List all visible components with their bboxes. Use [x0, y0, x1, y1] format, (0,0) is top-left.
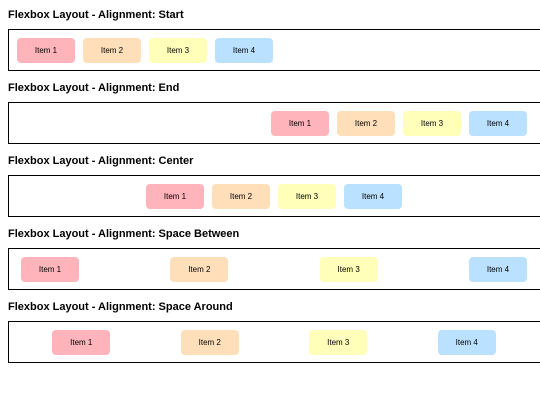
flex-item-3: Item 3 — [149, 37, 207, 63]
flex-item-1: Item 1 — [17, 37, 75, 63]
section-title-space-between: Flexbox Layout - Alignment: Space Betwee… — [8, 228, 240, 240]
flex-item-3: Item 3 — [403, 110, 461, 136]
flex-item-2: Item 2 — [337, 110, 395, 136]
flex-container-space-around: Item 1 Item 2 Item 3 Item 4 — [8, 321, 540, 363]
flex-item-1: Item 1 — [52, 329, 111, 355]
flex-item-2: Item 2 — [180, 329, 239, 355]
section-title-center: Flexbox Layout - Alignment: Center — [8, 155, 194, 167]
flex-item-2: Item 2 — [83, 37, 141, 63]
flex-item-1: Item 1 — [21, 256, 79, 282]
flex-item-4: Item 4 — [215, 37, 273, 63]
section-alignment-start: Flexbox Layout - Alignment: Start — [8, 9, 184, 22]
flex-item-3: Item 3 — [309, 329, 368, 355]
flex-item-2: Item 2 — [212, 183, 270, 209]
flex-item-3: Item 3 — [319, 256, 378, 282]
section-title-space-around: Flexbox Layout - Alignment: Space Around — [8, 301, 233, 313]
flex-item-4: Item 4 — [469, 110, 527, 136]
flex-item-1: Item 1 — [271, 110, 329, 136]
flex-item-1: Item 1 — [146, 183, 204, 209]
section-alignment-space-around: Flexbox Layout - Alignment: Space Around — [8, 301, 233, 314]
flex-container-center: Item 1 Item 2 Item 3 Item 4 — [8, 175, 540, 217]
section-alignment-center: Flexbox Layout - Alignment: Center — [8, 155, 193, 168]
section-title-start: Flexbox Layout - Alignment: Start — [8, 9, 184, 21]
flex-container-end: Item 1 Item 2 Item 3 Item 4 — [8, 102, 540, 144]
flex-item-4: Item 4 — [344, 183, 402, 209]
section-alignment-space-between: Flexbox Layout - Alignment: Space Betwee… — [8, 228, 239, 241]
flex-item-2: Item 2 — [170, 256, 229, 282]
section-alignment-end: Flexbox Layout - Alignment: End — [8, 82, 179, 95]
flex-container-space-between: Item 1 Item 2 Item 3 Item 4 — [8, 248, 540, 290]
flex-item-4: Item 4 — [437, 329, 496, 355]
flex-container-start: Item 1 Item 2 Item 3 Item 4 — [8, 29, 540, 71]
section-title-end: Flexbox Layout - Alignment: End — [8, 82, 180, 94]
flex-item-3: Item 3 — [278, 183, 336, 209]
flex-item-4: Item 4 — [468, 256, 527, 282]
